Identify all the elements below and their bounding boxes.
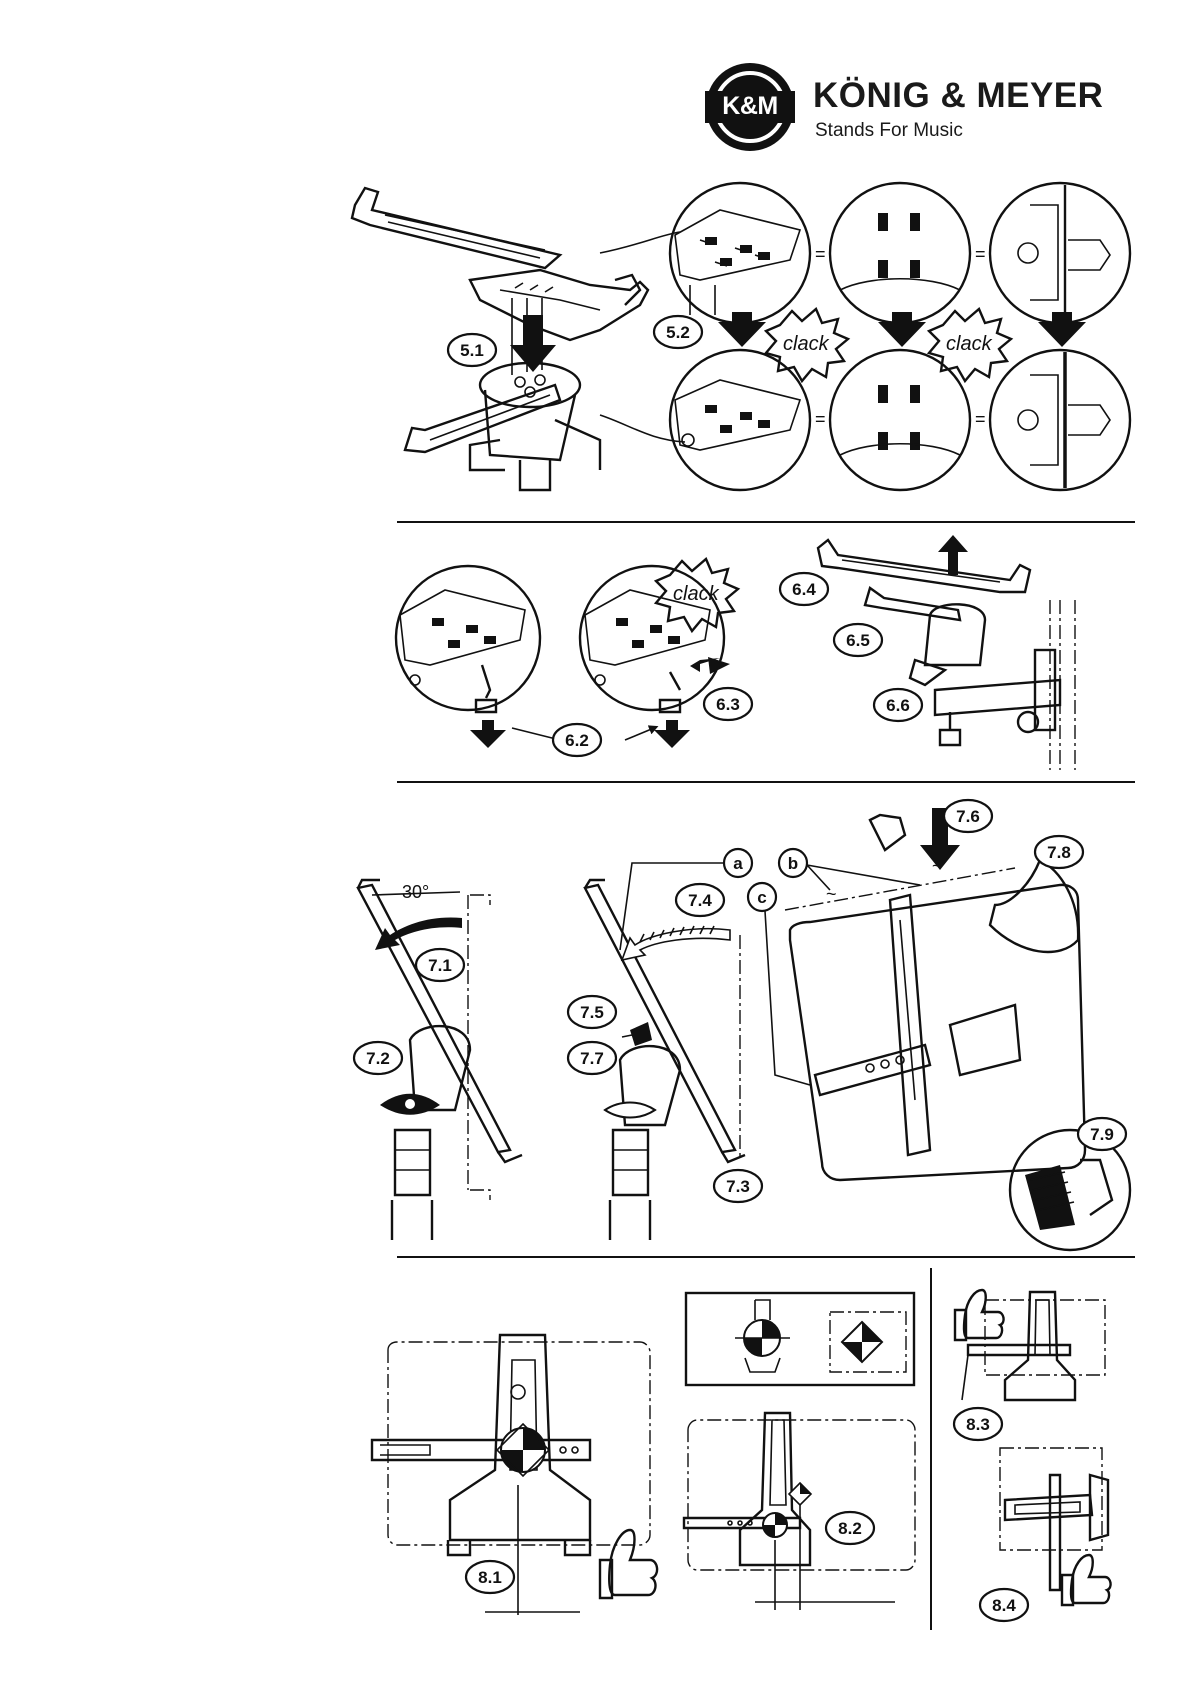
step-7-5: 7.5 [568,996,616,1028]
step-6-2: 6.2 [553,724,601,756]
step-5-1: 5.1 [448,334,496,366]
down-arrow-icon [1038,312,1086,347]
step-label-8-3: 8.3 [966,1415,990,1434]
step-label-8-4: 8.4 [992,1596,1016,1615]
step-label-7-9: 7.9 [1090,1125,1114,1144]
equals-sign: = [815,409,826,429]
bracket-drawing [352,188,685,490]
down-arrow-icon [878,312,926,347]
balance-point-icon [735,1300,790,1372]
marker-a: a [724,849,752,877]
step-8-3: 8.3 [954,1408,1002,1440]
step-label-6-6: 6.6 [886,696,910,715]
marker-label-b: b [788,854,798,873]
step-label-7-3: 7.3 [726,1177,750,1196]
step-8-1: 8.1 [466,1561,514,1593]
clack-burst: clack [929,309,1011,381]
knob-icon [630,1022,652,1046]
equals-sign: = [975,244,986,264]
step-label-7-4: 7.4 [688,891,712,910]
step-label-6-3: 6.3 [716,695,740,714]
section-8-illustration: 8.1 [372,1290,1111,1621]
equals-sign: = [815,244,826,264]
thumbs-up-icon [1062,1555,1111,1605]
step-label-7-5: 7.5 [580,1003,604,1022]
step-5-2: 5.2 [654,316,702,348]
clack-burst: clack [656,559,738,631]
marker-label-c: c [757,888,766,907]
section-7-illustration: 30° 7.1 7.2 [354,800,1130,1250]
step-label-6-5: 6.5 [846,631,870,650]
step-label-5-1: 5.1 [460,341,484,360]
eye-icon [380,1094,440,1115]
step-label-7-6: 7.6 [956,807,980,826]
step-6-6: 6.6 [874,689,922,721]
balance-point-icon [842,1322,882,1362]
step-6-5: 6.5 [834,624,882,656]
step-8-4: 8.4 [980,1589,1028,1621]
step-label-8-1: 8.1 [478,1568,502,1587]
down-arrow-icon [718,312,766,347]
clack-burst: clack [766,309,848,381]
push-arrow-icon [708,657,730,674]
clack-label: clack [946,333,993,355]
step-6-4: 6.4 [780,573,828,605]
step-label-6-2: 6.2 [565,731,589,750]
angle-label: 30° [402,882,429,902]
section-6-illustration: clack 6.2 [396,535,1075,770]
down-arrow-icon [654,720,690,748]
marker-b: b [779,849,807,877]
step-7-1: 7.1 [416,949,464,981]
clack-label: clack [673,583,720,605]
step-label-5-2: 5.2 [666,323,690,342]
step-label-6-4: 6.4 [792,580,816,599]
step-7-7: 7.7 [568,1042,616,1074]
step-label-7-7: 7.7 [580,1049,604,1068]
step-6-3: 6.3 [704,688,752,720]
rotate-arrow-icon [375,917,462,950]
marker-c: c [748,883,776,911]
balance-point-icon [497,1424,549,1476]
marker-label-a: a [733,854,743,873]
down-arrow-icon [470,720,506,748]
clack-label: clack [783,333,830,355]
step-label-8-2: 8.2 [838,1519,862,1538]
step-7-6: 7.6 [944,800,992,832]
section-5-illustration: = = = = clack clack 5.1 [352,183,1130,490]
step-7-3: 7.3 [714,1170,762,1202]
balance-point-icon [763,1513,787,1537]
step-7-9: 7.9 [1078,1118,1126,1150]
equals-sign: = [975,409,986,429]
thumbs-up-icon [955,1290,1004,1340]
step-7-2: 7.2 [354,1042,402,1074]
step-7-8: 7.8 [1035,836,1083,868]
step-label-7-1: 7.1 [428,956,452,975]
step-8-2: 8.2 [826,1512,874,1544]
step-7-4: 7.4 [676,884,724,916]
step-label-7-8: 7.8 [1047,843,1071,862]
step-label-7-2: 7.2 [366,1049,390,1068]
